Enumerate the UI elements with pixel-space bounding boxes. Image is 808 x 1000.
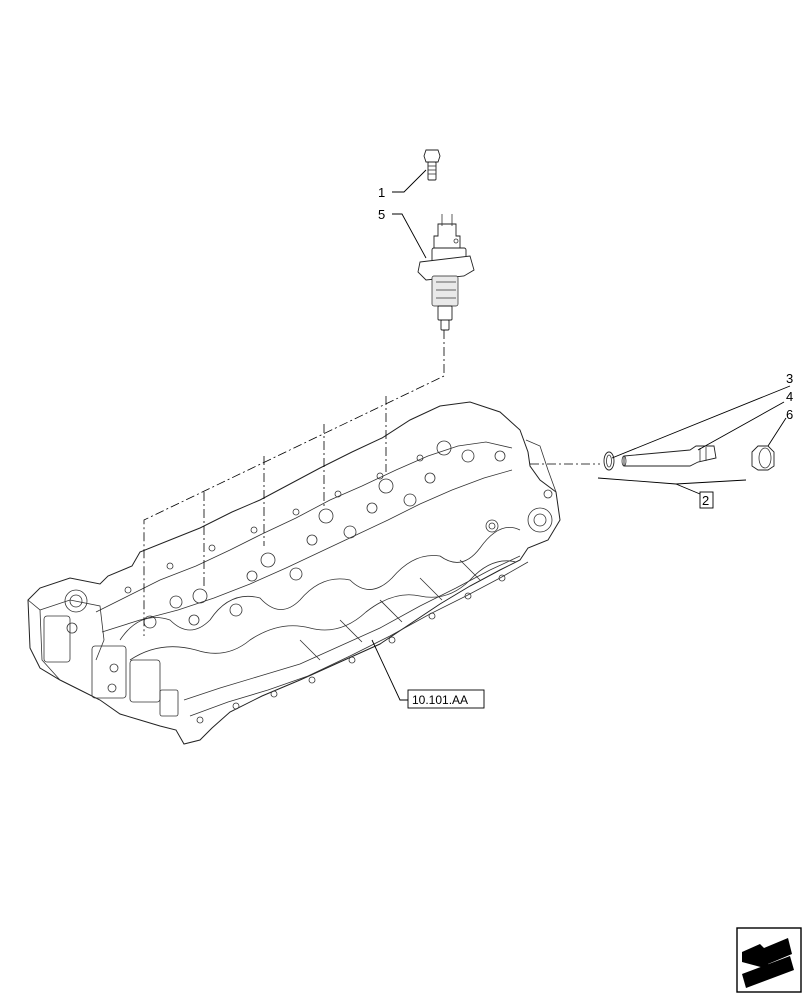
bolt-holes [124, 454, 506, 724]
fuel-injector [417, 214, 475, 331]
callout-5: 5 [378, 207, 385, 222]
leader-lines [371, 169, 791, 701]
fuel-connector-assembly [603, 445, 775, 471]
cylinder-head [27, 401, 561, 745]
assembly-lines [143, 330, 600, 636]
callout-4: 4 [786, 389, 793, 404]
callout-1: 1 [378, 185, 385, 200]
callout-6: 6 [786, 407, 793, 422]
callout-2-box: 2 [699, 491, 714, 509]
reference-box: 10.101.AA [407, 689, 485, 709]
reference-label: 10.101.AA [412, 693, 468, 707]
arrow-nav-icon[interactable] [736, 927, 802, 993]
injector-bolt [423, 149, 441, 181]
valve-bores [143, 440, 506, 629]
callout-3: 3 [786, 371, 793, 386]
callout-2: 2 [702, 493, 709, 508]
